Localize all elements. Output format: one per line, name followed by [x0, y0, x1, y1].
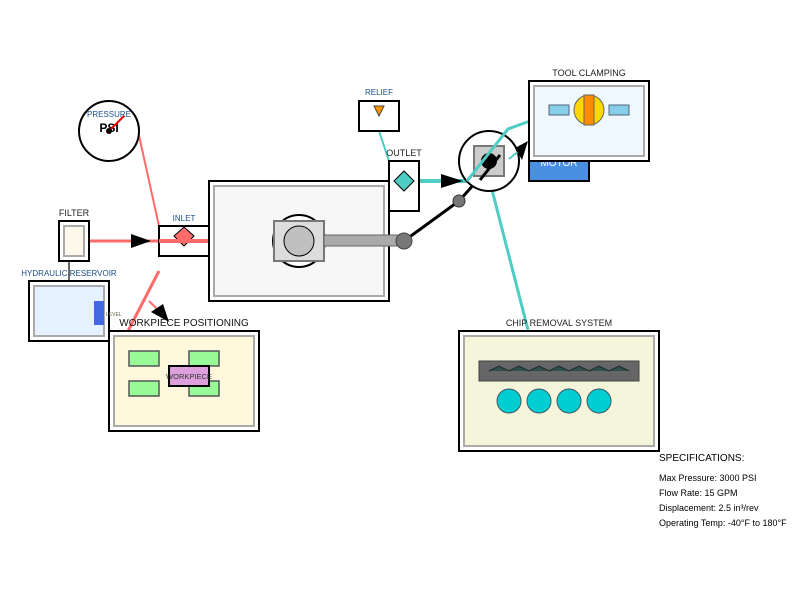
workpiece-label: WORKPIECE — [166, 372, 212, 381]
spec-item: Max Pressure: 3000 PSI — [659, 473, 757, 483]
filter-label: FILTER — [59, 208, 90, 218]
tool-clamping-label: TOOL CLAMPING — [552, 68, 626, 78]
inlet-valve[interactable] — [158, 225, 210, 257]
motor-arrow-icon — [515, 141, 528, 160]
feed-arrow-icon — [151, 304, 169, 322]
clamp-jaw-right — [608, 104, 630, 116]
chip-wheel — [496, 388, 522, 414]
chip-wheel — [586, 388, 612, 414]
spec-item: Displacement: 2.5 in³/rev — [659, 503, 759, 513]
auger — [488, 365, 630, 372]
gauge-line — [137, 130, 160, 227]
relief-line — [378, 130, 390, 162]
tool-clamping[interactable] — [528, 80, 650, 162]
workpiece-line — [126, 270, 161, 332]
spec-item: Operating Temp: -40°F to 180°F — [659, 518, 787, 528]
reservoir-label: HYDRAULIC RESERVOIR — [21, 269, 117, 278]
specifications: SPECIFICATIONS: Max Pressure: 3000 PSI F… — [659, 453, 787, 528]
filter[interactable] — [58, 220, 90, 262]
outlet-valve[interactable] — [388, 160, 420, 212]
relief-label: RELIEF — [365, 88, 393, 97]
chip-wheel — [526, 388, 552, 414]
workpiece — [168, 365, 210, 387]
chip-wheel — [556, 388, 582, 414]
linkage-joint — [452, 194, 466, 208]
pump-body[interactable] — [208, 180, 405, 302]
spec-item: Flow Rate: 15 GPM — [659, 488, 738, 498]
outlet-arrow-icon — [441, 174, 463, 188]
chip-line — [488, 181, 530, 331]
specifications-title: SPECIFICATIONS: — [659, 453, 744, 464]
clamp-jaw-left — [548, 104, 570, 116]
workpiece-positioning[interactable]: WORKPIECE — [108, 330, 260, 432]
level-indicator — [94, 301, 104, 325]
relief-valve[interactable] — [358, 100, 400, 132]
pressure-label: PRESSURE — [87, 110, 131, 119]
piston-rod — [323, 234, 405, 247]
workpiece-positioning-label: WORKPIECE POSITIONING — [119, 318, 249, 329]
fixture — [128, 380, 160, 397]
motor-label: MOTOR — [540, 158, 577, 169]
pressure-gauge: PRESSURE PSI — [78, 100, 140, 162]
rod-pivot — [395, 232, 413, 250]
fixture — [128, 350, 160, 367]
level-label: LEVEL — [106, 312, 122, 318]
outlet-label: OUTLET — [386, 148, 422, 158]
gauge-needle — [108, 115, 125, 132]
inlet-label: INLET — [173, 214, 196, 223]
flow-arrow-icon — [131, 234, 151, 248]
chip-removal-label: CHIP REMOVAL SYSTEM — [506, 318, 612, 328]
hydraulic-reservoir[interactable] — [28, 280, 110, 342]
fixture — [188, 350, 220, 367]
chip-removal-system[interactable] — [458, 330, 660, 452]
